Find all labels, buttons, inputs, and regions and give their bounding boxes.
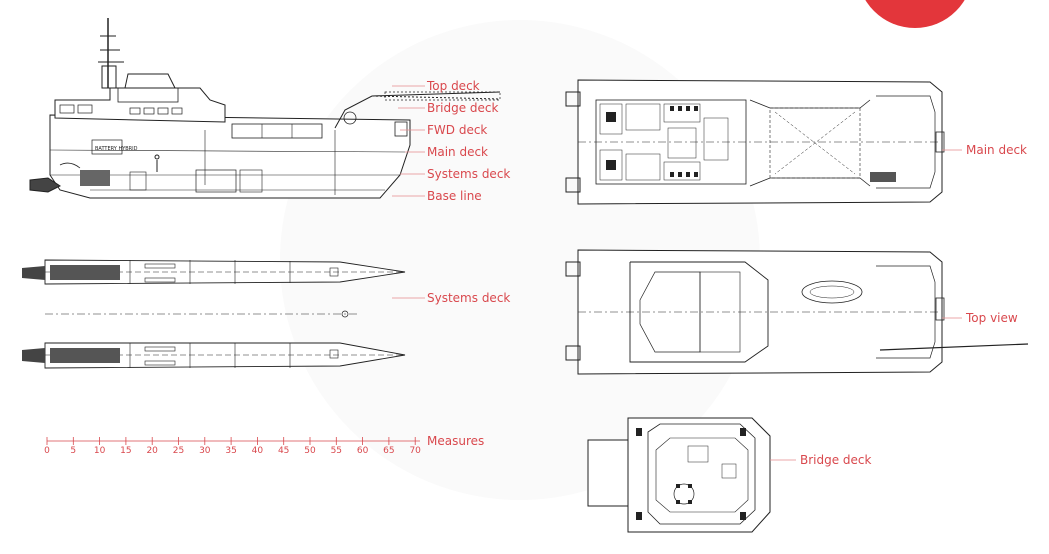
bridge-deck-plan [587, 417, 796, 533]
scale-tick-label: 60 [356, 446, 369, 456]
scale-tick-label: 15 [120, 446, 132, 456]
scale-tick-label: 70 [409, 446, 421, 456]
label-main-deck: Main deck [427, 145, 489, 159]
scale-tick-label: 65 [383, 446, 395, 456]
scale-tick-label: 0 [44, 446, 50, 456]
label-top-view: Top view [966, 311, 1018, 325]
scale-tick-label: 50 [304, 446, 316, 456]
label-bridge-deck-plan: Bridge deck [800, 453, 872, 467]
scale-tick-label: 5 [70, 446, 77, 456]
top-view-plan [565, 249, 1029, 375]
scale-tick-label: 10 [93, 446, 106, 456]
label-measures: Measures [427, 434, 485, 448]
hull-marking-text: BATTERY HYBRID [95, 146, 138, 152]
scale-tick-label: 25 [172, 446, 185, 456]
label-systems-deck-plan: Systems deck [427, 291, 511, 305]
label-base-line: Base line [427, 189, 482, 203]
scale-tick-label: 35 [225, 446, 237, 456]
systems-deck-plan [22, 259, 406, 369]
main-deck-plan [565, 79, 945, 205]
scale-tick-label: 20 [146, 446, 158, 456]
scale-tick-label: 55 [330, 446, 343, 456]
label-bridge-deck: Bridge deck [427, 101, 499, 115]
label-fwd-deck: FWD deck [427, 123, 488, 137]
label-main-deck-plan: Main deck [966, 143, 1028, 157]
scale-tick-label: 40 [251, 446, 264, 456]
scale-tick-label: 45 [277, 446, 290, 456]
label-systems-deck: Systems deck [427, 167, 511, 181]
brand-circle [865, 0, 965, 28]
scale-tick-label: 30 [199, 446, 211, 456]
side-elevation [29, 18, 501, 199]
label-top-deck: Top deck [427, 79, 480, 93]
side-leaders [392, 85, 425, 197]
